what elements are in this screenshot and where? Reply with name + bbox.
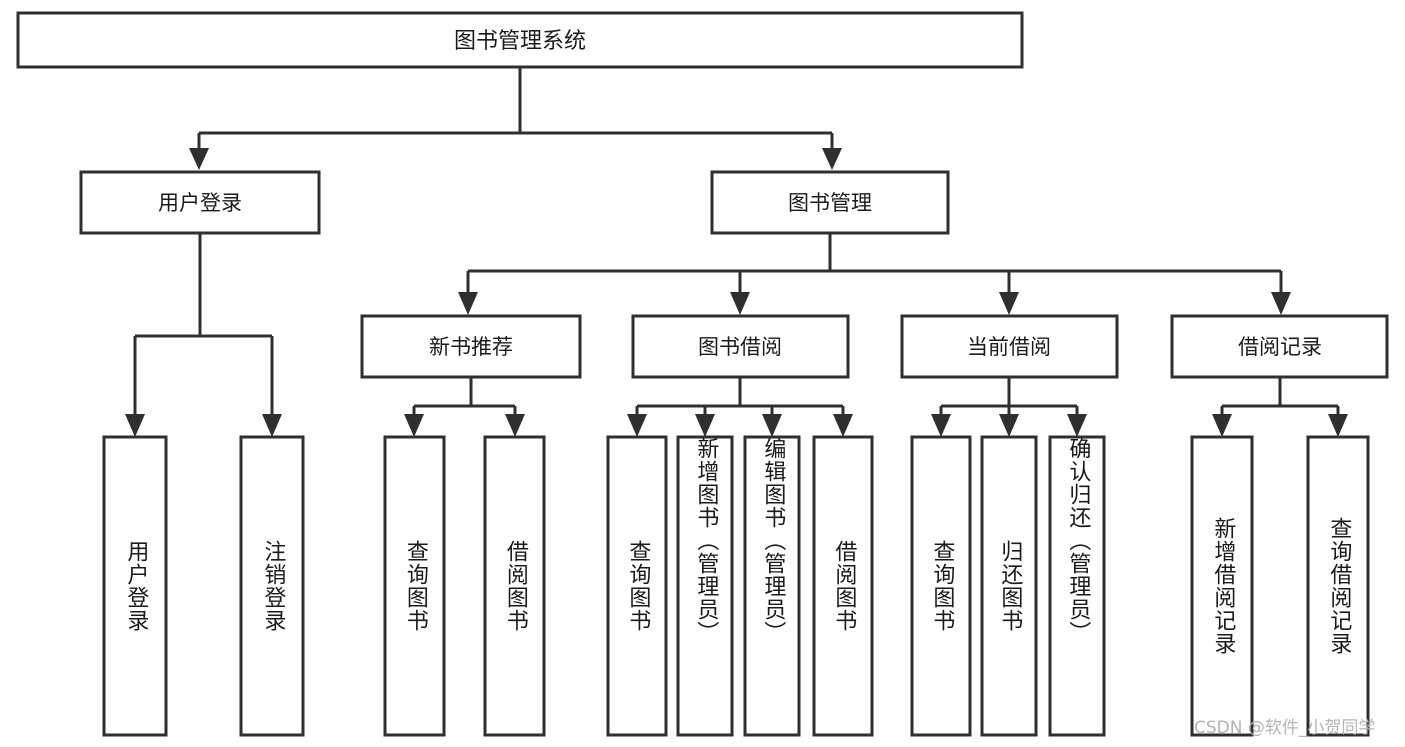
connector-book-manage-branch — [458, 233, 1291, 315]
leaf-box-add-record[interactable] — [1190, 435, 1254, 737]
connector-new-book-recommend-branch — [404, 377, 525, 437]
arrow-to-leaf-query-record — [1328, 414, 1348, 437]
leaf-box-logout-login[interactable] — [239, 435, 305, 737]
node-book-manage-label: 图书管理 — [788, 191, 872, 215]
arrow-to-leaf-user-login — [125, 414, 145, 437]
leaf-box-query-book-3[interactable] — [910, 435, 972, 737]
arrow-to-leaf-borrow-book-1 — [505, 414, 525, 437]
node-book-borrow-label: 图书借阅 — [698, 335, 782, 359]
arrow-to-leaf-query-book-1 — [404, 414, 424, 437]
leaf-box-return-book[interactable] — [980, 435, 1038, 737]
connector-root-to-bus — [189, 67, 842, 170]
leaf-box-confirm-return[interactable] — [1048, 435, 1106, 737]
arrow-to-leaf-edit-book — [762, 414, 782, 437]
arrow-to-leaf-query-book-3 — [931, 414, 951, 437]
node-current-borrow[interactable]: 当前借阅 — [900, 314, 1119, 379]
node-new-book-recommend-label: 新书推荐 — [429, 335, 513, 359]
node-root-system-label: 图书管理系统 — [454, 29, 586, 54]
arrow-to-leaf-add-book — [695, 414, 715, 437]
connector-current-borrow-branch — [931, 377, 1087, 437]
node-root-system-box — [16, 11, 1024, 69]
leaf-box-query-book-1[interactable] — [383, 435, 446, 737]
leaf-box-edit-book[interactable] — [743, 435, 801, 737]
arrow-to-leaf-query-book-2 — [627, 414, 647, 437]
node-user-login[interactable]: 用户登录 — [79, 170, 321, 235]
node-user-login-label: 用户登录 — [158, 191, 242, 215]
leaf-box-query-record[interactable] — [1306, 435, 1370, 737]
arrow-to-book-manage — [822, 148, 842, 170]
node-book-manage[interactable]: 图书管理 — [710, 170, 950, 235]
node-current-borrow-box — [900, 314, 1119, 379]
connector-user-login-branch — [125, 233, 282, 437]
connector-borrow-record-branch — [1212, 377, 1348, 437]
arrow-to-book-borrow — [730, 292, 750, 315]
csdn-watermark: CSDN @软件_小贺同学 — [1194, 718, 1376, 738]
arrow-to-user-login — [189, 148, 209, 170]
arrow-to-leaf-confirm-return — [1067, 414, 1087, 437]
arrow-to-new-book-recommend — [458, 292, 478, 315]
node-root-system[interactable]: 图书管理系统 — [16, 11, 1024, 69]
arrow-to-leaf-return-book — [999, 414, 1019, 437]
leaf-box-borrow-book-1[interactable] — [483, 435, 546, 737]
node-borrow-record-label: 借阅记录 — [1238, 335, 1322, 359]
leaf-box-borrow-book-2[interactable] — [812, 435, 874, 737]
node-new-book-recommend[interactable]: 新书推荐 — [360, 314, 582, 379]
node-borrow-record[interactable]: 借阅记录 — [1170, 314, 1389, 379]
arrow-to-leaf-borrow-book-2 — [833, 414, 853, 437]
node-user-login-box — [79, 170, 321, 235]
node-current-borrow-label: 当前借阅 — [967, 335, 1051, 359]
arrow-to-current-borrow — [999, 292, 1019, 315]
connector-book-borrow-branch — [627, 377, 853, 437]
arrow-to-leaf-add-record — [1212, 414, 1232, 437]
node-book-borrow[interactable]: 图书借阅 — [631, 314, 850, 379]
leaf-box-add-book[interactable] — [676, 435, 734, 737]
arrow-to-borrow-record — [1271, 292, 1291, 315]
leaf-box-user-login[interactable] — [102, 435, 168, 737]
node-new-book-recommend-box — [360, 314, 582, 379]
arrow-to-leaf-logout-login — [262, 414, 282, 437]
leaf-box-query-book-2[interactable] — [606, 435, 668, 737]
